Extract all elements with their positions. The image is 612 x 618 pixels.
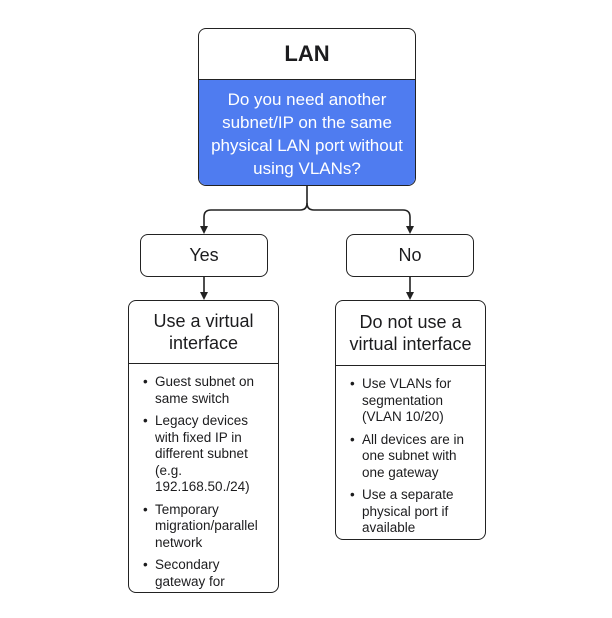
arrowhead-no-result <box>406 292 414 300</box>
result-no-title: Do not use a virtual interface <box>336 301 485 366</box>
choice-no: No <box>346 234 474 277</box>
arrowhead-yes <box>200 226 208 234</box>
list-item: Secondary gateway for printers/CCTV IoT <box>143 557 270 592</box>
choice-yes: Yes <box>140 234 268 277</box>
arrowhead-no <box>406 226 414 234</box>
list-item: Use VLANs for segmentation (VLAN 10/20) <box>350 376 477 426</box>
list-item: Legacy devices with fixed IP in differen… <box>143 413 270 496</box>
result-no-list: Use VLANs for segmentation (VLAN 10/20) … <box>336 366 485 537</box>
connector-root-to-no <box>306 202 411 227</box>
connector-root-to-yes <box>203 186 308 227</box>
list-item: Use a separate physical port if availabl… <box>350 487 477 537</box>
list-item: Guest subnet on same switch <box>143 374 270 407</box>
result-yes-node: Use a virtual interface Guest subnet on … <box>128 300 279 593</box>
arrowhead-yes-result <box>200 292 208 300</box>
root-decision-node: LAN Do you need another subnet/IP on the… <box>198 28 416 186</box>
result-no-node: Do not use a virtual interface Use VLANs… <box>335 300 486 540</box>
list-item: Temporary migration/parallel network <box>143 502 270 552</box>
root-title: LAN <box>199 29 415 80</box>
list-item: All devices are in one subnet with one g… <box>350 432 477 482</box>
result-yes-list: Guest subnet on same switch Legacy devic… <box>129 364 278 592</box>
root-question: Do you need another subnet/IP on the sam… <box>199 80 415 185</box>
result-yes-title: Use a virtual interface <box>129 301 278 364</box>
